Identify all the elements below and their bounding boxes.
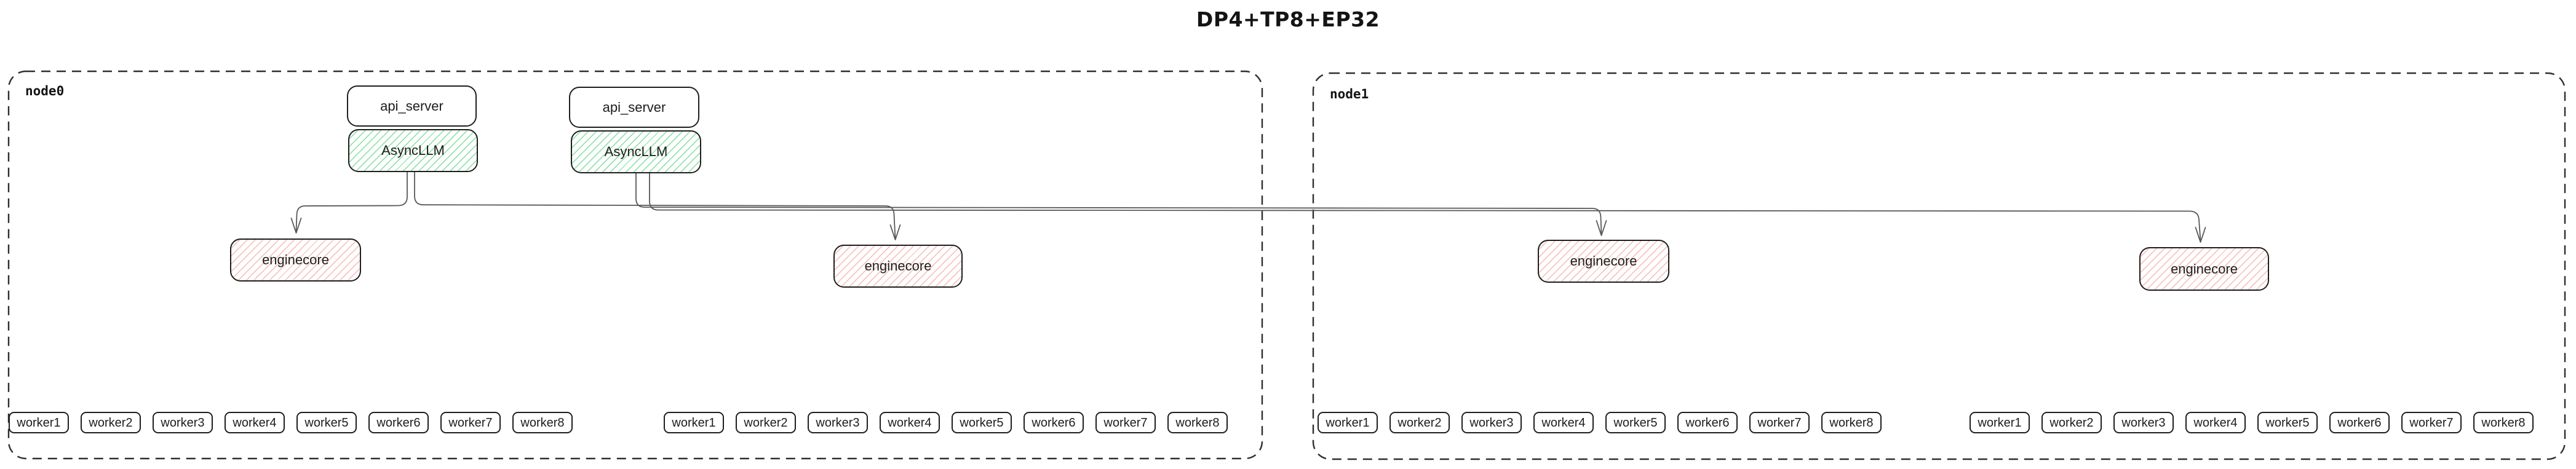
enginecore-label: enginecore: [864, 258, 932, 274]
api-server-label: api_server: [380, 98, 443, 114]
arrowhead-enginecore1: [290, 218, 302, 234]
diagram-title: DP4+TP8+EP32: [1196, 7, 1380, 31]
worker-box: worker3: [1461, 412, 1522, 433]
worker-box: worker4: [2185, 412, 2246, 433]
worker-box: worker4: [1533, 412, 1594, 433]
enginecore-box-4: enginecore: [2139, 247, 2269, 291]
api-server-label: api_server: [602, 99, 666, 115]
asyncllm-box-2: AsyncLLM: [571, 130, 701, 173]
worker-box: worker2: [736, 412, 796, 433]
worker-box: worker7: [2401, 412, 2462, 433]
enginecore-box-3: enginecore: [1538, 240, 1669, 283]
worker-box: worker1: [1318, 412, 1378, 433]
enginecore-label: enginecore: [262, 252, 329, 267]
worker-box: worker5: [1605, 412, 1666, 433]
arrowhead-enginecore4: [2195, 227, 2206, 243]
worker-box: worker2: [81, 412, 141, 433]
worker-group-node0-1: worker1 worker2 worker3 worker4 worker5 worke…: [9, 412, 573, 433]
worker-box: worker7: [440, 412, 501, 433]
worker-box: worker6: [2329, 412, 2390, 433]
worker-box: worker5: [296, 412, 357, 433]
worker-box: worker6: [368, 412, 429, 433]
worker-group-node1-1: worker1 worker2 worker3 worker4 worker5 worke…: [1318, 412, 1882, 433]
node0-label: node0: [25, 84, 65, 98]
api-server-box-2: api_server: [569, 87, 699, 128]
enginecore-label: enginecore: [1570, 253, 1637, 269]
worker-box: worker1: [9, 412, 69, 433]
edge-asyncllm1-enginecore2: [414, 171, 896, 239]
worker-box: worker4: [880, 412, 940, 433]
worker-box: worker8: [512, 412, 573, 433]
worker-box: worker8: [2473, 412, 2534, 433]
worker-box: worker7: [1095, 412, 1156, 433]
worker-box: worker7: [1749, 412, 1810, 433]
worker-box: worker3: [2113, 412, 2174, 433]
worker-box: worker1: [1970, 412, 2030, 433]
asyncllm-label: AsyncLLM: [604, 144, 668, 159]
node1-boundary: [1312, 72, 2566, 460]
enginecore-box-2: enginecore: [833, 245, 963, 288]
worker-box: worker2: [2041, 412, 2102, 433]
worker-box: worker8: [1167, 412, 1228, 433]
node0-boundary: [7, 70, 1263, 460]
worker-box: worker3: [153, 412, 213, 433]
node1-label: node1: [1330, 87, 1369, 101]
worker-box: worker8: [1821, 412, 1882, 433]
arrowhead-enginecore3: [1596, 220, 1607, 236]
asyncllm-label: AsyncLLM: [381, 143, 445, 158]
worker-box: worker1: [664, 412, 724, 433]
worker-group-node1-2: worker1 worker2 worker3 worker4 worker5 worke…: [1970, 412, 2534, 433]
worker-box: worker3: [808, 412, 868, 433]
enginecore-label: enginecore: [2171, 261, 2238, 277]
worker-box: worker4: [225, 412, 285, 433]
worker-box: worker5: [952, 412, 1012, 433]
arrowhead-enginecore2: [889, 224, 901, 240]
edge-asyncllm1-enginecore1: [295, 171, 408, 232]
enginecore-box-1: enginecore: [230, 238, 361, 282]
worker-box: worker6: [1677, 412, 1738, 433]
worker-box: worker5: [2257, 412, 2318, 433]
worker-group-node0-2: worker1 worker2 worker3 worker4 worker5 worke…: [664, 412, 1228, 433]
worker-box: worker2: [1389, 412, 1450, 433]
api-server-box-1: api_server: [347, 85, 477, 127]
asyncllm-box-1: AsyncLLM: [348, 129, 478, 172]
worker-box: worker6: [1024, 412, 1084, 433]
edge-asyncllm2-enginecore3: [635, 173, 1602, 235]
edge-asyncllm2-enginecore4: [649, 173, 2201, 242]
